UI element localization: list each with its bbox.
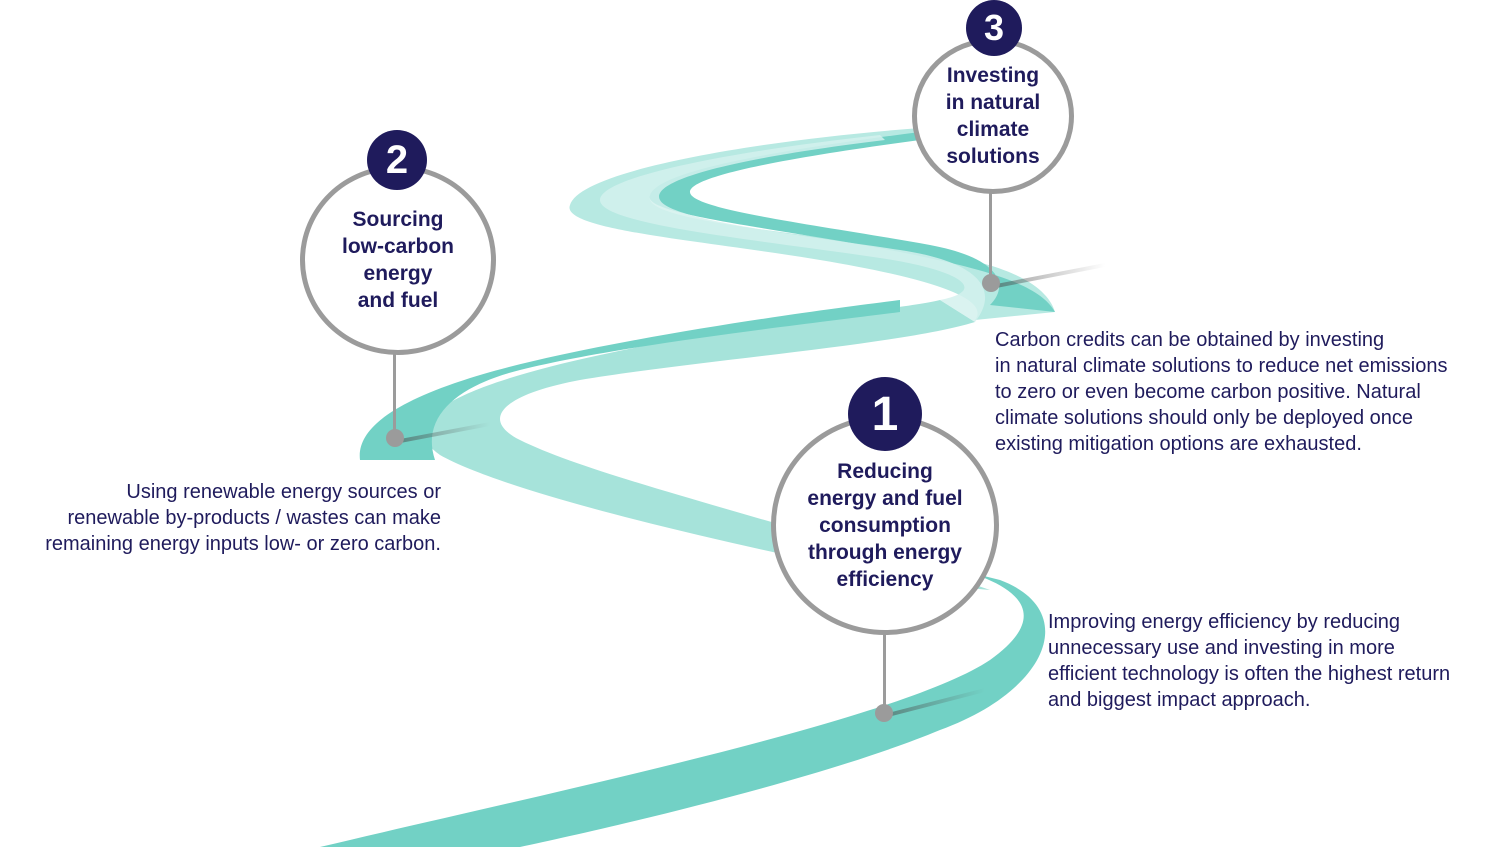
shadow-step-3: [991, 263, 1105, 289]
step-1-title: Reducing energy and fuel consumption thr…: [807, 459, 963, 591]
step-1-description: Improving energy efficiency by reducing …: [1048, 611, 1451, 711]
step-2-description: Using renewable energy sources or renewa…: [45, 481, 441, 555]
step-2-circle: Sourcing low-carbon energy and fuel: [300, 165, 496, 355]
step-1-connector: [883, 632, 886, 712]
step-3-marker-dot: [982, 274, 1000, 292]
road-segment-upper: [569, 128, 1055, 320]
step-3-title: Investing in natural climate solutions: [945, 64, 1041, 168]
step-3-description: Carbon credits can be obtained by invest…: [995, 329, 1448, 455]
shadow-step-2: [395, 422, 490, 444]
step-2-title: Sourcing low-carbon energy and fuel: [341, 208, 454, 312]
road-segment-middle: [423, 300, 990, 590]
step-1-circle: Reducing energy and fuel consumption thr…: [771, 415, 999, 635]
step-3-circle: Investing in natural climate solutions: [912, 38, 1074, 194]
step-3-number-badge: 3: [966, 0, 1022, 56]
road-segment-left-bend: [359, 300, 900, 460]
step-3-connector: [989, 191, 992, 275]
step-2-connector: [393, 353, 396, 435]
step-1-marker-dot: [875, 704, 893, 722]
shadow-step-1: [884, 688, 985, 718]
road-segment-bottom: [320, 565, 1046, 847]
road-segment-top-lane: [649, 132, 1055, 312]
road-segment-highlight: [600, 135, 986, 322]
step-2-number-badge: 2: [367, 130, 427, 190]
step-1-number-badge: 1: [848, 377, 922, 451]
step-2-marker-dot: [386, 429, 404, 447]
